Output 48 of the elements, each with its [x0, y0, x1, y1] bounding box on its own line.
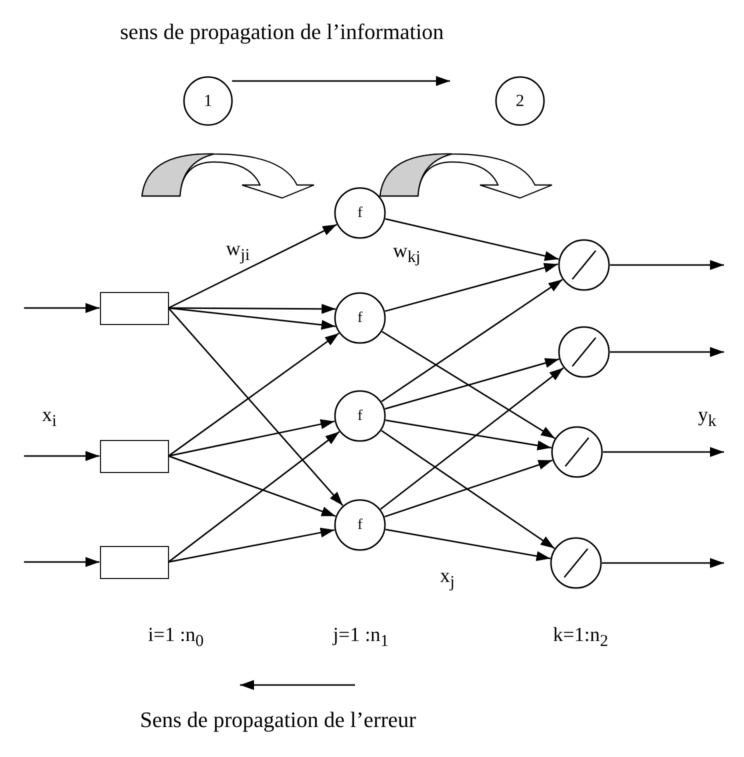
hidden-neuron: f [334, 292, 386, 344]
hidden-neuron: f [334, 187, 386, 239]
arrow [610, 347, 724, 357]
arrow [384, 460, 553, 518]
caption-text: Sens de propagation de l’erreur [140, 708, 416, 732]
math-label: x$_{i}$ [42, 404, 57, 430]
arrow [385, 528, 551, 561]
arrow [24, 451, 100, 461]
math-label: w$_{kj}$ [393, 240, 420, 266]
math-label: i=1 :n$_{0}$ [148, 624, 204, 650]
hidden-neuron: f [334, 499, 386, 551]
arrow [168, 308, 344, 506]
arrow [384, 262, 558, 312]
arrow [168, 431, 340, 563]
arrow [385, 218, 559, 261]
arrow [602, 558, 724, 568]
math-label: x$_{j}$ [440, 565, 455, 592]
arrow [381, 278, 563, 402]
arrow [381, 430, 555, 549]
step-number-circle: 1 [183, 76, 233, 126]
input-box [100, 546, 168, 578]
step-number-circle: 2 [495, 76, 545, 126]
arrow [24, 557, 100, 567]
arrow [168, 455, 336, 517]
hidden-neuron: f [334, 390, 386, 442]
arrow [380, 367, 564, 510]
math-label: j=1 :n$_{1}$ [333, 624, 389, 650]
heading: sens de propagation de l’information [120, 20, 444, 44]
math-label: k=1:n$_{2}$ [553, 624, 608, 650]
arrow [382, 331, 556, 439]
arrow [168, 528, 335, 563]
output-neuron [550, 537, 602, 589]
arrow [384, 358, 560, 410]
arrow [386, 420, 552, 450]
arrow [24, 303, 100, 313]
arrow [168, 332, 340, 457]
math-label: y$_{k}$ [698, 404, 716, 430]
arrow [603, 447, 724, 457]
arrow [168, 224, 338, 309]
arrow [168, 419, 335, 457]
arrow [610, 260, 724, 270]
output-neuron [558, 326, 610, 378]
input-box [100, 440, 168, 472]
math-label: w$_{ji}$ [226, 238, 250, 264]
arrow [168, 307, 336, 330]
output-neuron [558, 239, 610, 291]
output-neuron [551, 426, 603, 478]
input-box [100, 292, 168, 324]
